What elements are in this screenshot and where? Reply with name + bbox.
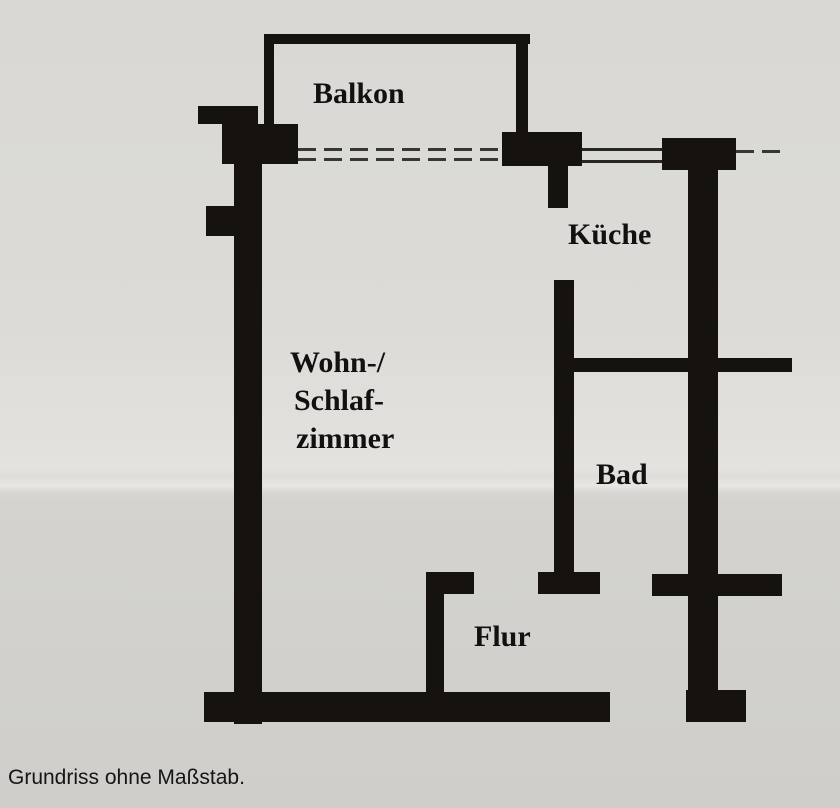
wall-left-nub [206, 206, 236, 236]
wall-left-exterior [234, 124, 262, 724]
room-label-balkon: Balkon [313, 77, 405, 110]
wall-bath-left-foot [538, 572, 600, 594]
room-label-wohn-schlafzimmer: Wohn-/ Schlaf- zimmer [290, 344, 394, 458]
room-label-line-2: Schlaf- [294, 384, 384, 417]
window-balcony-inner [298, 158, 502, 161]
wall-right-cross [652, 574, 782, 596]
wall-hall-vertical [426, 574, 444, 694]
wall-hall-top [426, 572, 474, 594]
window-kitchen-inner [582, 160, 662, 163]
kitchen-stub [548, 160, 568, 208]
wall-kitchen-bath [572, 358, 792, 372]
caption: Grundriss ohne Maßstab. [8, 766, 245, 789]
window-kitchen [582, 148, 662, 151]
paper-fold [0, 478, 840, 492]
room-label-flur: Flur [474, 620, 531, 653]
wall-bottom [204, 692, 610, 722]
wall-right-exterior [688, 160, 718, 700]
wall-block-top-left [198, 106, 258, 124]
window-balcony [298, 148, 502, 151]
balcony-wall-top [264, 34, 530, 44]
window-right-ext [736, 150, 780, 153]
room-label-bad: Bad [596, 458, 648, 491]
wall-right-foot [686, 690, 746, 722]
room-label-kueche: Küche [568, 218, 652, 251]
balcony-wall-right [516, 44, 528, 134]
wall-bath-left [554, 280, 574, 580]
room-label-line-3: zimmer [296, 422, 395, 455]
room-label-line-1: Wohn-/ [290, 346, 386, 379]
balcony-wall-left [264, 34, 274, 130]
wall-block-mid [502, 132, 582, 166]
